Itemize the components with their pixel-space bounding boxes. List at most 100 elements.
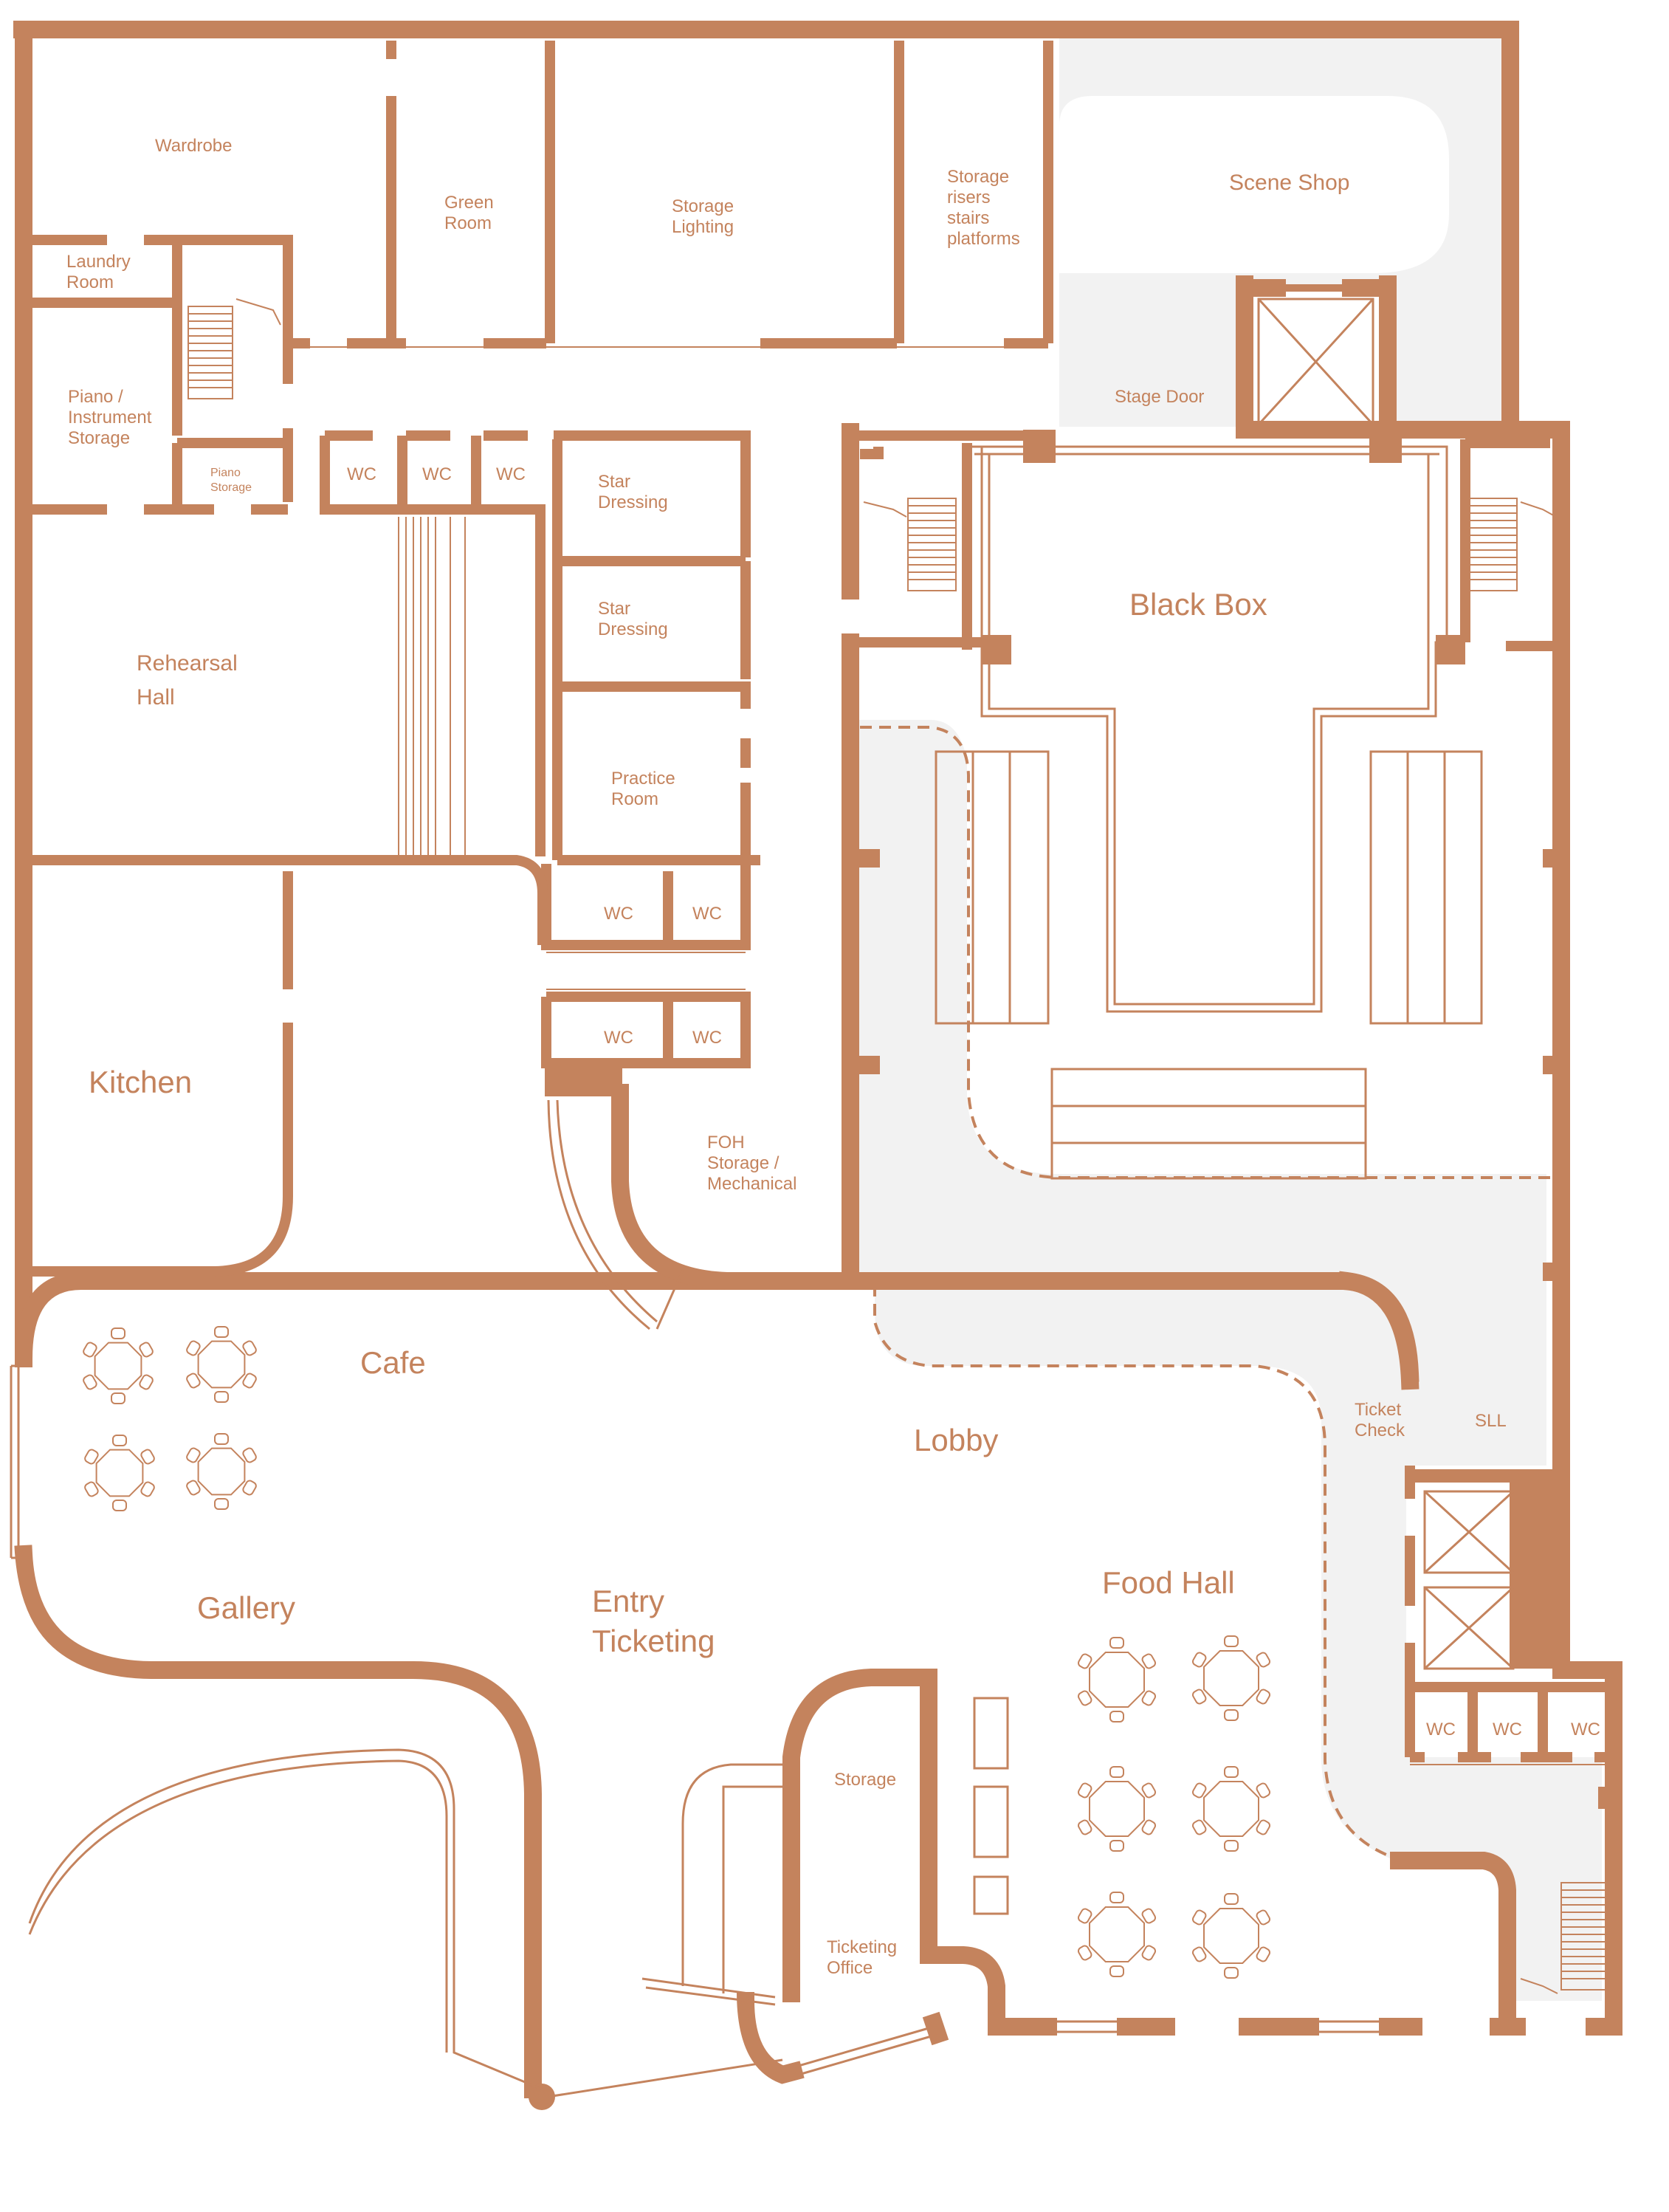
chair [1109, 1892, 1124, 1903]
chair [214, 1391, 229, 1403]
label-wardrobe: Wardrobe [155, 136, 232, 156]
table-top [197, 1340, 246, 1389]
chair [1141, 1782, 1157, 1799]
chair [1191, 1782, 1207, 1799]
bb-col-1 [1023, 430, 1056, 463]
wc-dividers [397, 436, 481, 509]
table-top [95, 1449, 144, 1497]
ticket-check-curve [1337, 1271, 1419, 1390]
chair [1109, 1637, 1124, 1649]
chair [1191, 1689, 1207, 1705]
table-top [1089, 1652, 1145, 1708]
lower-wc-walls [541, 864, 751, 1068]
chair [1191, 1946, 1207, 1962]
kitchen-wall [24, 871, 293, 1277]
food-hall-tables [1077, 1635, 1271, 1979]
wc-dressing-block [320, 430, 760, 1068]
chair [1224, 1840, 1239, 1852]
chair [1077, 1782, 1092, 1799]
lobby-column [545, 1063, 622, 1096]
west-stair [187, 298, 281, 399]
north-west-wall [13, 21, 1519, 439]
table-with-chairs [186, 1326, 257, 1403]
table-with-chairs [1077, 1766, 1157, 1852]
chair [1256, 1652, 1271, 1668]
chair [140, 1449, 155, 1465]
chair [83, 1374, 97, 1390]
bb-col-2 [1369, 430, 1402, 463]
display-cases [973, 1697, 1009, 1915]
chair [1256, 1782, 1271, 1799]
stage-tower [1245, 284, 1388, 292]
lobby-circulation [856, 720, 1602, 2001]
chair [1141, 1653, 1157, 1669]
chair [1224, 1766, 1239, 1778]
seating-risers [935, 750, 1483, 1180]
chair [84, 1449, 99, 1465]
exterior-walls [13, 21, 1622, 2110]
chair [1224, 1967, 1239, 1979]
table-top [1203, 1908, 1259, 1964]
bb-seating-edge [860, 726, 1554, 1179]
south-east-core [873, 1271, 1614, 2030]
chair [186, 1373, 201, 1389]
label-lobby: Lobby [914, 1423, 998, 1457]
west-wing [24, 41, 1053, 515]
table-with-chairs [1077, 1637, 1157, 1722]
cafe-tables [83, 1326, 257, 1511]
chair [1256, 1909, 1271, 1926]
bb-east-wall [1460, 439, 1558, 651]
table-with-chairs [1191, 1766, 1271, 1852]
chair [1141, 1819, 1157, 1835]
black-box-top [850, 430, 1056, 650]
lobby-dash-curve [873, 1285, 1403, 1862]
table-with-chairs [1191, 1893, 1271, 1979]
entry-glass [793, 2025, 935, 2078]
table-top [197, 1447, 246, 1496]
gallery-exit [547, 2058, 783, 2098]
chair [242, 1480, 257, 1496]
bb-pier-e1 [1543, 849, 1561, 868]
label-wc-1: WC [347, 464, 376, 484]
chair [1109, 1766, 1124, 1778]
chair [1256, 1819, 1271, 1835]
chair [84, 1481, 99, 1497]
label-wc-4: WC [604, 904, 633, 924]
se-wc-walls [1410, 1682, 1614, 1762]
storage-outline [681, 1763, 782, 1993]
label-wc-5: WC [692, 904, 722, 924]
chair [112, 1500, 127, 1511]
label-stage-door: Stage Door [1115, 387, 1204, 407]
chair [1141, 1945, 1157, 1961]
table-with-chairs [84, 1435, 155, 1511]
elevator-shaft-wall [1510, 1469, 1561, 1669]
chair [1224, 1709, 1239, 1721]
label-wc-8: WC [1426, 1720, 1456, 1739]
label-black-box: Black Box [1129, 587, 1267, 622]
bb-pier-e2 [1543, 1056, 1561, 1074]
bb-pier-e3 [1543, 1263, 1561, 1281]
chair [1191, 1909, 1207, 1926]
table-top [1089, 1906, 1145, 1962]
laundry-wall [24, 235, 293, 384]
chair [186, 1340, 201, 1356]
label-gallery: Gallery [197, 1590, 295, 1625]
label-kitchen: Kitchen [89, 1065, 192, 1099]
rehearsal-kitchen [24, 855, 865, 1330]
chair [1077, 1819, 1092, 1835]
label-storage: Storage [834, 1770, 896, 1790]
food-hall-se-wall [1390, 1852, 1516, 2030]
chair [1109, 1711, 1124, 1722]
gallery-curtain [28, 1748, 543, 2091]
gallery-curve-wall [14, 1545, 542, 2098]
chair [1256, 1689, 1271, 1705]
